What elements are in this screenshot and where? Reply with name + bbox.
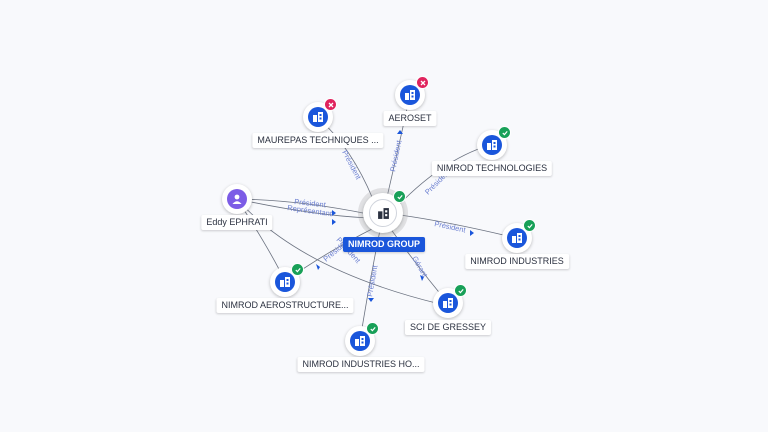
- building-icon: [369, 199, 397, 227]
- edge-person-representant: [236, 198, 369, 219]
- arrow-1: [332, 210, 336, 216]
- node-center[interactable]: [363, 190, 406, 233]
- node-technologies[interactable]: [477, 126, 511, 160]
- building-icon: [350, 331, 370, 351]
- label-gressey[interactable]: SCI DE GRESSEY: [404, 320, 492, 335]
- label-aerostructure[interactable]: NIMROD AEROSTRUCTURE...: [216, 298, 354, 313]
- active-status-icon: [523, 219, 536, 232]
- arrow-4: [397, 130, 403, 134]
- active-status-icon: [393, 190, 406, 203]
- node-holding[interactable]: [345, 322, 379, 356]
- label-technologies[interactable]: NIMROD TECHNOLOGIES: [431, 161, 553, 176]
- active-status-icon: [454, 284, 467, 297]
- arrow-5: [316, 264, 320, 270]
- label-maurepas[interactable]: MAUREPAS TECHNIQUES ...: [252, 133, 384, 148]
- label-holding[interactable]: NIMROD INDUSTRIES HO...: [297, 357, 425, 372]
- arrow-2: [332, 219, 336, 225]
- edge-label-person-president: Président: [294, 197, 327, 209]
- label-person[interactable]: Eddy EPHRATI: [201, 215, 273, 230]
- label-center[interactable]: NIMROD GROUP: [343, 237, 425, 252]
- arrow-3: [470, 230, 474, 236]
- node-person[interactable]: [222, 184, 252, 214]
- building-icon: [308, 107, 328, 127]
- node-aerostructure[interactable]: [270, 263, 304, 297]
- building-icon: [400, 85, 420, 105]
- node-gressey[interactable]: [433, 284, 467, 318]
- edge-label-person-representant: Représentant: [287, 203, 334, 218]
- edge-label-holding: Président: [365, 264, 380, 298]
- person-icon: [227, 189, 247, 209]
- building-icon: [482, 135, 502, 155]
- label-industries[interactable]: NIMROD INDUSTRIES: [465, 254, 569, 269]
- label-aeroset[interactable]: AEROSET: [383, 111, 437, 126]
- edge-label-industries: Président: [434, 219, 468, 235]
- active-status-icon: [291, 263, 304, 276]
- node-maurepas[interactable]: [303, 98, 337, 132]
- closed-status-icon: [324, 98, 337, 111]
- node-industries[interactable]: [502, 219, 536, 253]
- edge-label-gressey: Gérant: [410, 255, 430, 280]
- active-status-icon: [366, 322, 379, 335]
- building-icon: [507, 228, 527, 248]
- active-status-icon: [498, 126, 511, 139]
- edge-label-maurepas: Président: [340, 149, 363, 182]
- closed-status-icon: [416, 76, 429, 89]
- node-aeroset[interactable]: [395, 76, 429, 110]
- arrow-7: [420, 275, 424, 281]
- building-icon: [275, 272, 295, 292]
- building-icon: [438, 293, 458, 313]
- arrow-6: [368, 298, 374, 302]
- edge-label-aeroset: Président: [388, 139, 404, 173]
